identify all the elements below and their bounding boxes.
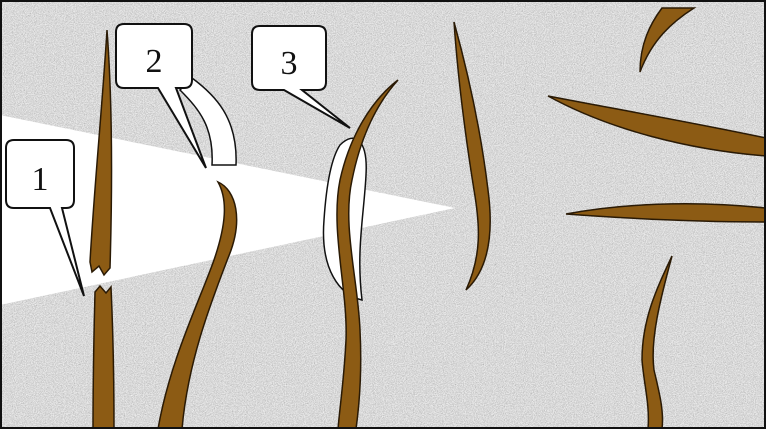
callout-3-label: 3 [281,45,298,82]
fiber-1-lower [93,286,114,429]
callout-2-label: 2 [146,43,163,80]
callout-1-label: 1 [32,161,49,198]
